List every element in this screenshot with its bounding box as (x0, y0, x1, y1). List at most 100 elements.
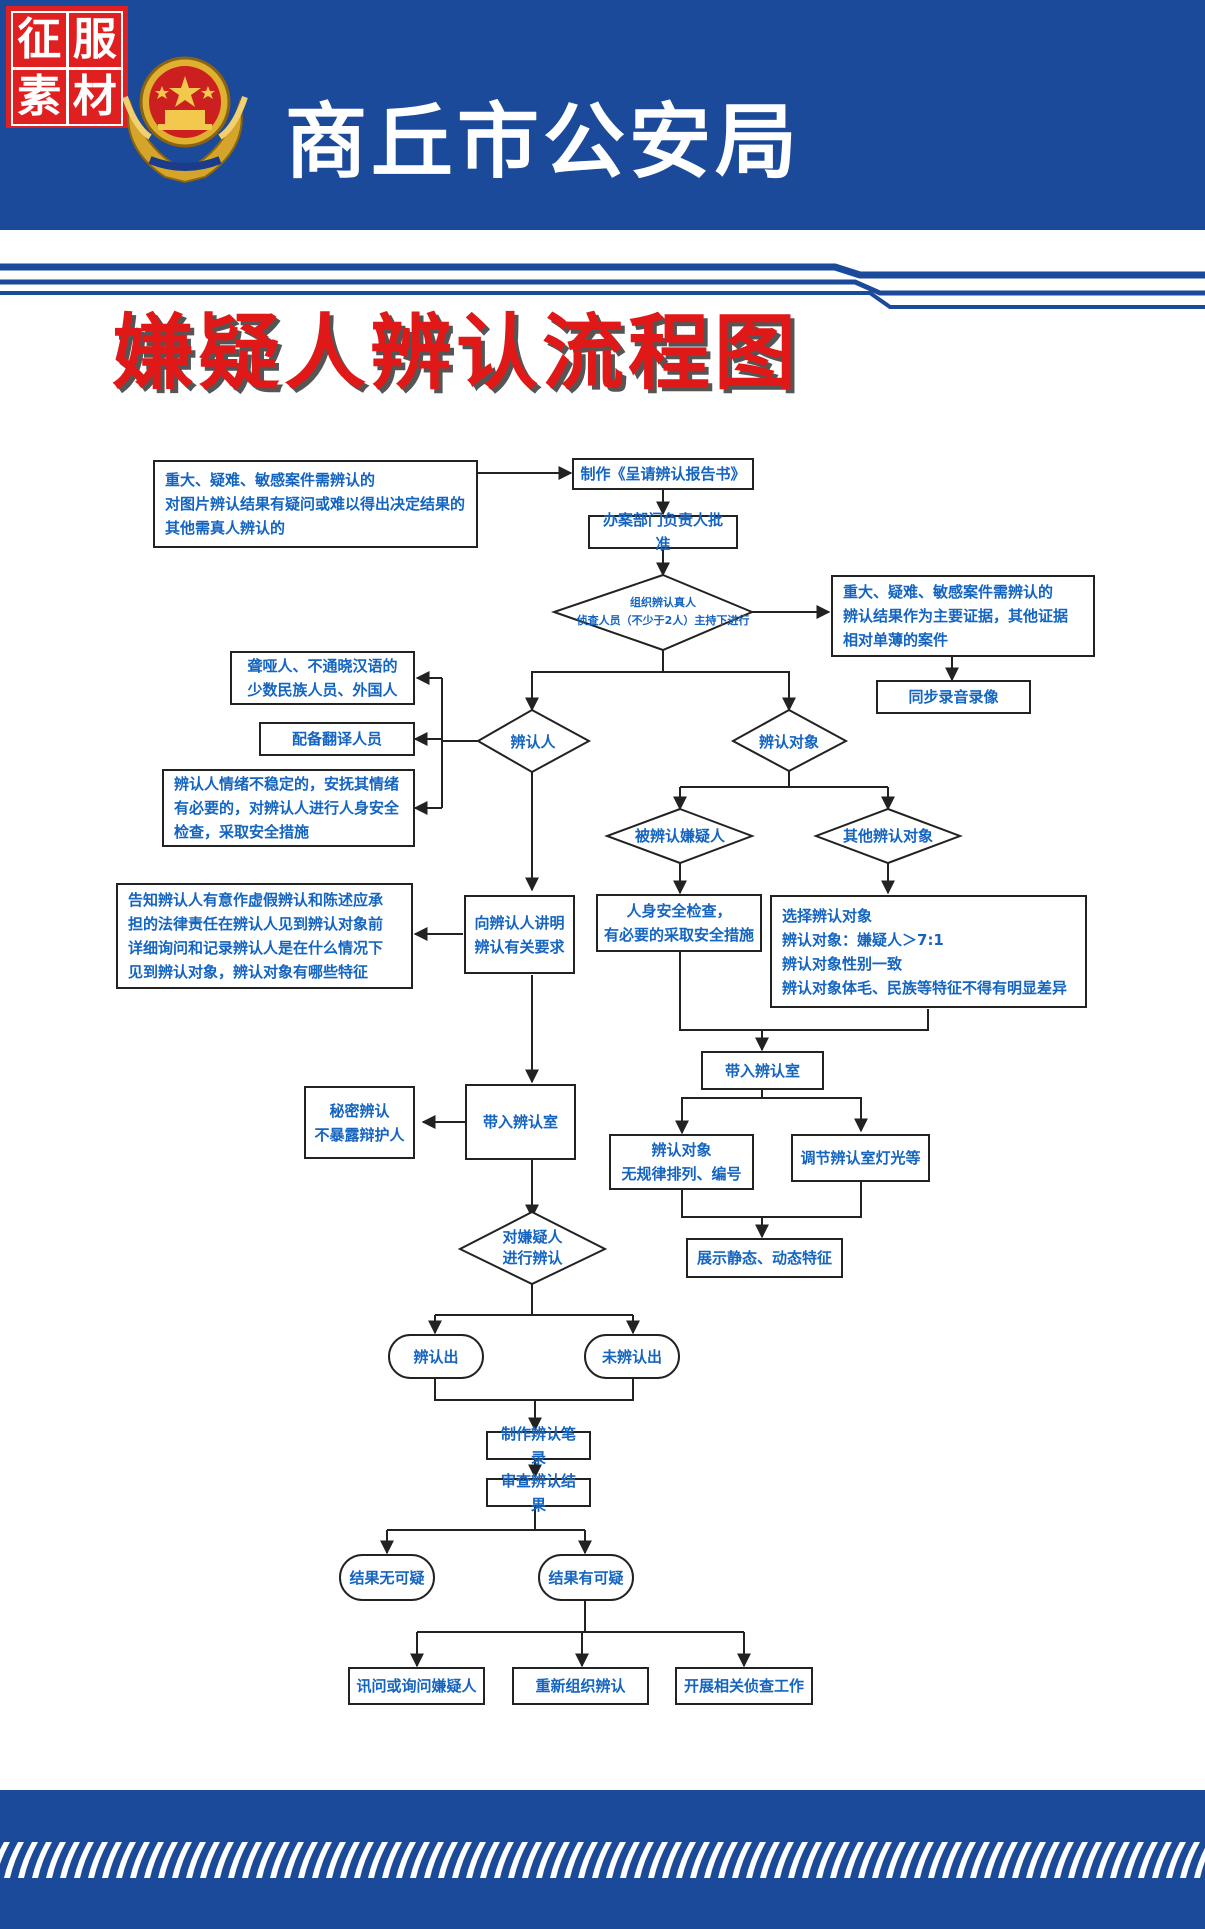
rope-strand (438, 1842, 458, 1878)
rope-strand (494, 1842, 514, 1878)
decision-identifier (475, 708, 592, 774)
org-title: 商丘市公安局 (285, 94, 802, 190)
rope-strand (340, 1842, 360, 1878)
rope-strand (564, 1842, 584, 1878)
node-secret: 秘密辨认 不暴露辩护人 (304, 1086, 415, 1159)
node-room-left: 带入辨认室 (465, 1084, 576, 1160)
rope-strand (144, 1842, 164, 1878)
rope-strand (88, 1842, 108, 1878)
decision-organize (550, 573, 755, 652)
rope-strand (382, 1842, 402, 1878)
rope-strand (634, 1842, 654, 1878)
rope-strand (1124, 1842, 1144, 1878)
node-sync-record: 同步录音录像 (876, 680, 1031, 714)
node-identified: 辨认出 (388, 1334, 484, 1379)
rope-strand (158, 1842, 178, 1878)
node-show-features: 展示静态、动态特征 (686, 1238, 843, 1278)
rope-strand (1110, 1842, 1130, 1878)
rope-strand (956, 1842, 976, 1878)
rope-strand (592, 1842, 612, 1878)
rope-pattern (0, 1842, 1205, 1878)
rope-strand (466, 1842, 486, 1878)
node-deaf-minority: 聋哑人、不通晓汉语的 少数民族人员、外国人 (230, 651, 415, 705)
node-no-doubt: 结果无可疑 (339, 1554, 435, 1601)
rope-strand (1180, 1842, 1200, 1878)
rope-strand (256, 1842, 276, 1878)
rope-strand (662, 1842, 682, 1878)
node-organize-label: 组织辨认真人 侦查人员（不少于2人）主持下进行 (576, 596, 750, 627)
node-identify-suspect-label: 对嫌疑人 进行辨认 (502, 1228, 563, 1267)
rope-strand (760, 1842, 780, 1878)
node-not-identified: 未辨认出 (584, 1334, 680, 1379)
node-identifier-label: 辨认人 (510, 732, 556, 751)
node-safety-check: 人身安全检查， 有必要的采取安全措施 (596, 894, 762, 952)
police-emblem-icon (122, 56, 248, 184)
rope-strand (942, 1842, 962, 1878)
rope-strand (130, 1842, 150, 1878)
rope-strand (1040, 1842, 1060, 1878)
node-make-record: 制作辨认笔录 (486, 1425, 591, 1467)
rope-strand (858, 1842, 878, 1878)
rope-strand (480, 1842, 500, 1878)
rope-strand (844, 1842, 864, 1878)
rope-strand (1054, 1842, 1074, 1878)
rope-strand (298, 1842, 318, 1878)
node-explain: 向辨认人讲明 辨认有关要求 (464, 895, 575, 974)
rope-strand (312, 1842, 332, 1878)
rope-strand (648, 1842, 668, 1878)
watermark-char: 素 (11, 68, 68, 126)
rope-strand (46, 1842, 66, 1878)
rope-strand (452, 1842, 472, 1878)
rope-strand (1012, 1842, 1032, 1878)
rope-strand (200, 1842, 220, 1878)
watermark-stamp: 征 服 素 材 (6, 6, 128, 128)
rope-strand (214, 1842, 234, 1878)
rope-strand (802, 1842, 822, 1878)
node-inform-liability: 告知辨认人有意作虚假辨认和陈述应承 担的法律责任在辨认人见到辨认对象前 详细询问… (116, 883, 413, 989)
rope-strand (354, 1842, 374, 1878)
rope-strand (116, 1842, 136, 1878)
rope-strand (690, 1842, 710, 1878)
rope-strand (522, 1842, 542, 1878)
rope-strand (0, 1842, 10, 1865)
rope-strand (18, 1842, 38, 1878)
rope-strand (242, 1842, 262, 1878)
rope-strand (270, 1842, 290, 1878)
rope-strand (970, 1842, 990, 1878)
node-lighting: 调节辨认室灯光等 (791, 1134, 930, 1182)
watermark-char: 征 (11, 11, 68, 69)
node-major-cases-evidence: 重大、疑难、敏感案件需辨认的 辨认结果作为主要证据，其他证据 相对单薄的案件 (831, 575, 1095, 657)
node-arrange: 辨认对象 无规律排列、编号 (609, 1134, 754, 1190)
decision-suspect (604, 807, 755, 865)
rope-strand (578, 1842, 598, 1878)
watermark-char: 材 (66, 68, 123, 126)
node-other-target-label: 其他辨认对象 (842, 826, 933, 845)
rope-strand (536, 1842, 556, 1878)
rope-strand (676, 1842, 696, 1878)
rope-strand (900, 1842, 920, 1878)
node-translator: 配备翻译人员 (259, 722, 415, 756)
node-target-label: 辨认对象 (758, 732, 819, 751)
node-doubt: 结果有可疑 (538, 1554, 634, 1601)
decision-other-target (813, 807, 963, 865)
rope-strand (746, 1842, 766, 1878)
rope-strand (4, 1842, 24, 1878)
node-room-right: 带入辨认室 (701, 1051, 824, 1090)
node-unstable: 辨认人情绪不稳定的，安抚其情绪 有必要的，对辨认人进行人身安全 检查，采取安全措… (162, 769, 415, 847)
rope-strand (1096, 1842, 1116, 1878)
node-suspect-label: 被辨认嫌疑人 (634, 826, 725, 845)
rope-strand (60, 1842, 80, 1878)
rope-strand (886, 1842, 906, 1878)
rope-strand (1068, 1842, 1088, 1878)
main-title: 嫌疑人辨认流程图 (112, 306, 801, 401)
header-stripes (0, 263, 1205, 309)
header-band: 征 服 素 材 商丘市公安局 (0, 0, 1205, 230)
rope-strand (872, 1842, 892, 1878)
node-review: 审查辨认结果 (486, 1472, 591, 1514)
rope-strand (1194, 1847, 1205, 1878)
rope-strand (984, 1842, 1004, 1878)
node-select-target: 选择辨认对象 辨认对象：嫌疑人＞7:1 辨认对象性别一致 辨认对象体毛、民族等特… (770, 895, 1087, 1008)
rope-strand (508, 1842, 528, 1878)
rope-strand (74, 1842, 94, 1878)
